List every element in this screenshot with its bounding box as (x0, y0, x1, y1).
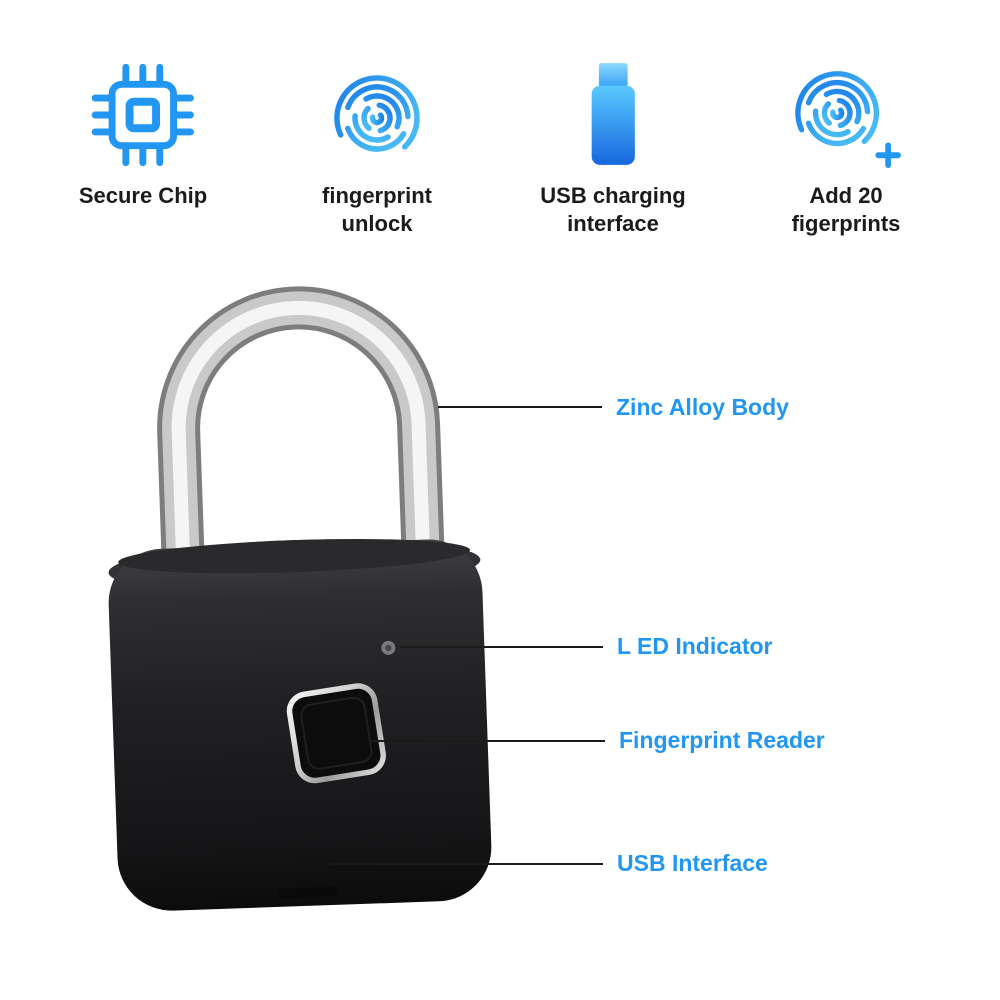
feature-label-secure-chip: Secure Chip (79, 182, 207, 210)
callout-label: Zinc Alloy Body (616, 393, 789, 420)
led-indicator (381, 640, 396, 655)
feature-line: figerprints (791, 211, 901, 236)
callout-label: L ED Indicator (617, 632, 773, 659)
callout-line (368, 740, 605, 742)
feature-label-usb-charging: USB charging interface (540, 182, 685, 238)
feature-secure-chip: Secure Chip (79, 50, 207, 210)
chip-icon (90, 50, 196, 168)
fingerprint-reader (286, 683, 386, 784)
feature-line: Secure Chip (78, 183, 208, 208)
lock-body (108, 539, 492, 911)
chip-icon-svg (91, 63, 195, 167)
feature-line: unlock (341, 211, 413, 236)
plus-icon (875, 142, 901, 168)
feature-line: interface (567, 211, 659, 236)
feature-fingerprint-unlock: fingerprint unlock (322, 50, 432, 238)
callout-line (438, 406, 602, 408)
callout-line (400, 646, 603, 648)
fingerprint-icon-svg (334, 75, 420, 161)
usb-port (277, 886, 338, 899)
usb-icon (582, 50, 644, 168)
fingerprint-icon (327, 50, 427, 168)
usb-icon-svg (591, 63, 635, 165)
feature-line: USB charging (540, 183, 686, 208)
feature-usb-charging: USB charging interface (540, 50, 686, 238)
callout-line (330, 863, 603, 865)
feature-line: Add 20 (809, 183, 883, 208)
feature-label-fingerprint-unlock: fingerprint unlock (322, 182, 432, 238)
shackle (157, 286, 446, 597)
padlock-illustration (108, 286, 492, 911)
fingerprint-add-icon (790, 50, 902, 168)
feature-line: fingerprint (322, 183, 432, 208)
callout-label: USB Interface (617, 849, 768, 876)
feature-label-add-fingerprints: Add 20 figerprints (792, 182, 901, 238)
callout-label: Fingerprint Reader (619, 726, 825, 753)
fingerprint-add-icon-svg (795, 71, 901, 168)
feature-add-fingerprints: Add 20 figerprints (790, 50, 902, 238)
